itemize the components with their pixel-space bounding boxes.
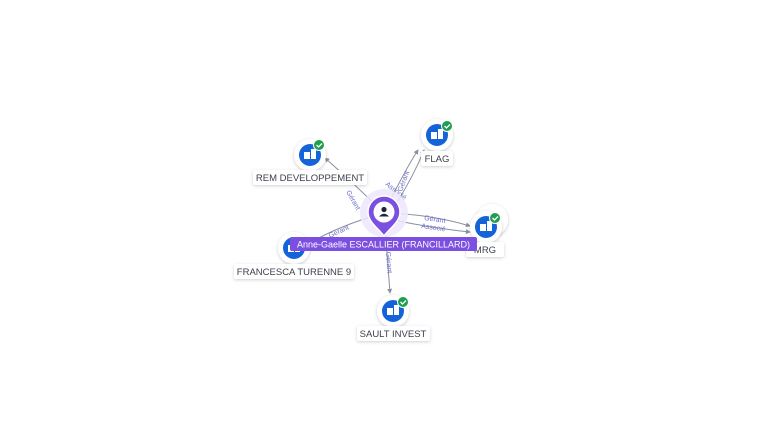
company-node-sault[interactable] (377, 295, 409, 327)
center-person-label: Anne-Gaelle ESCALLIER (FRANCILLARD) (297, 240, 470, 250)
verified-check-icon (489, 212, 501, 224)
edge-label-mrg-role-2: Associé (421, 223, 446, 233)
verified-check-icon (441, 120, 453, 132)
edge-label-mrg-role-1: Gérant (424, 215, 446, 225)
center-label-badge (290, 237, 477, 251)
company-label-sault: SAULT INVEST (360, 329, 427, 340)
edge-label-rem-role: Gérant (344, 190, 361, 212)
company-node-flag[interactable] (421, 119, 453, 151)
building-icon (387, 305, 399, 315)
company-label-mrg: MRG (474, 245, 496, 256)
person-icon (379, 206, 389, 217)
person-node[interactable] (360, 189, 408, 238)
verified-check-icon (397, 296, 409, 308)
verified-check-icon (313, 139, 325, 151)
building-icon (304, 149, 316, 159)
edge-label-sault-role: Gérant (384, 252, 392, 274)
building-icon (431, 129, 443, 139)
company-label-francesca: FRANCESCA TURENNE 9 (237, 267, 351, 278)
company-label-rem: REM DEVELOPPEMENT (256, 173, 364, 184)
company-node-mrg[interactable] (470, 204, 508, 243)
building-icon (480, 221, 492, 231)
company-node-rem[interactable] (294, 139, 326, 171)
company-label-flag: FLAG (425, 154, 450, 165)
